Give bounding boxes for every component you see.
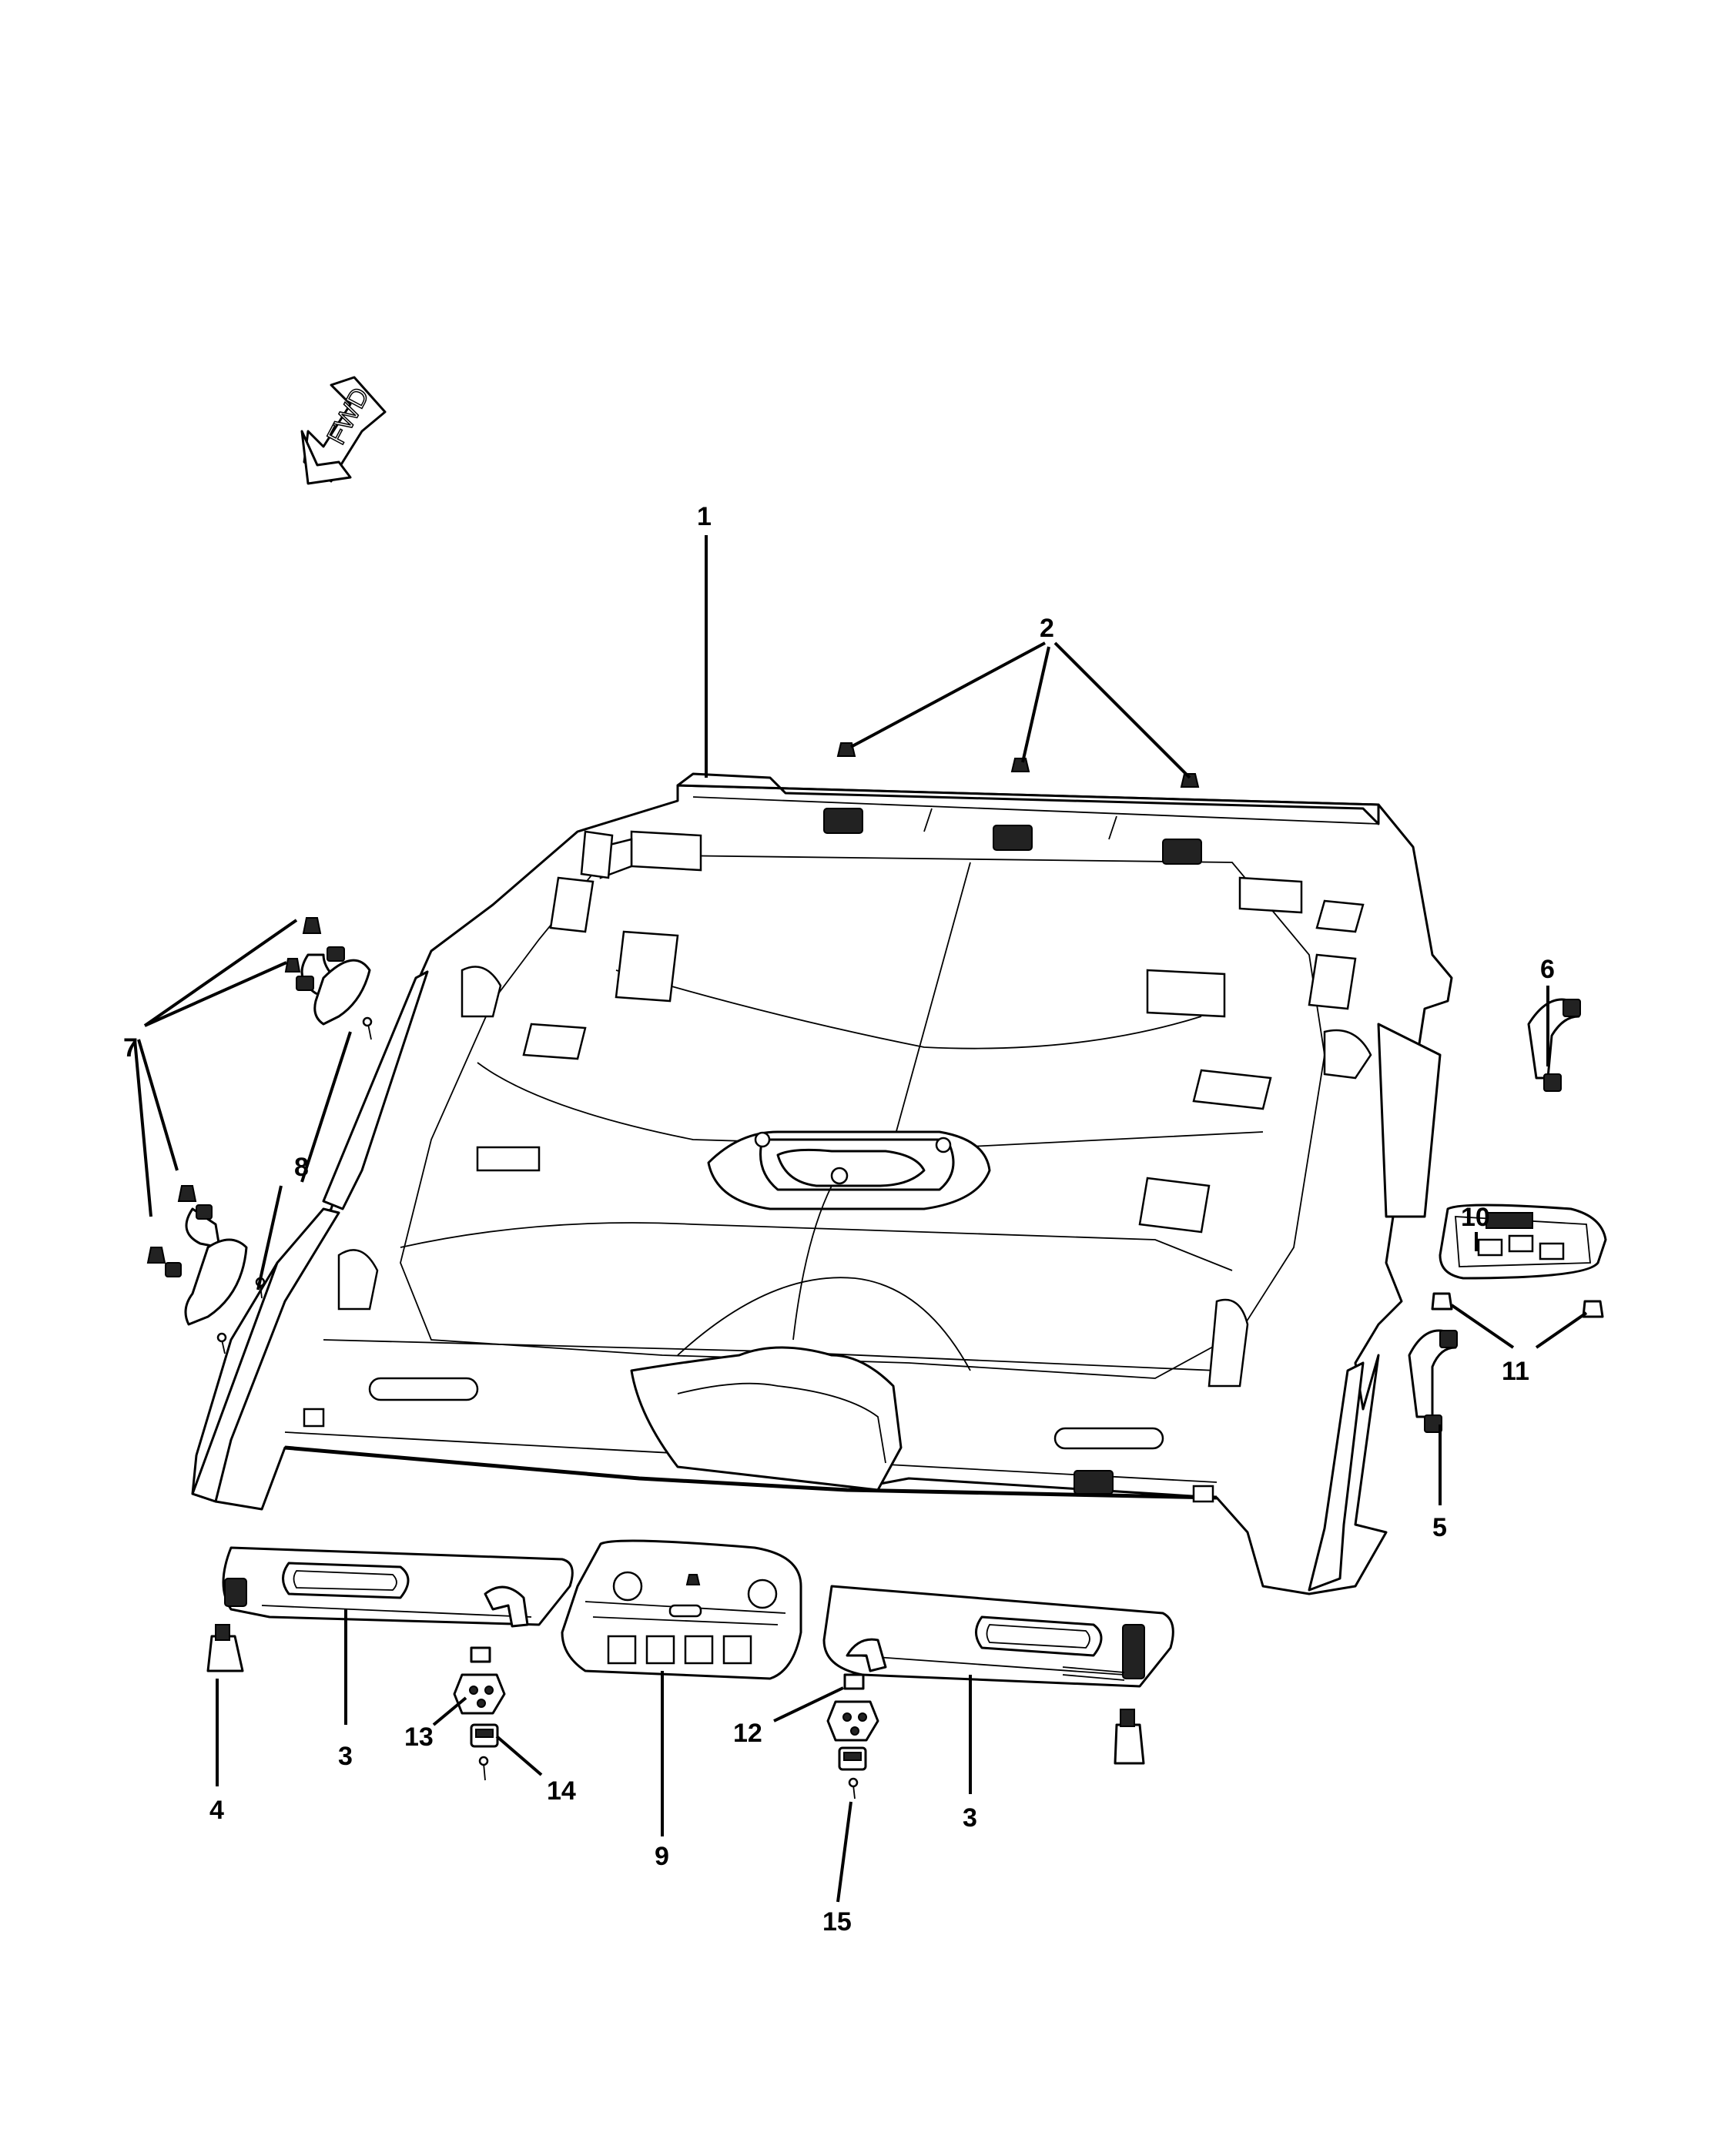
leader-lines bbox=[133, 535, 1588, 1903]
callout-10: 10 bbox=[1461, 1203, 1490, 1232]
bulb-part-14 bbox=[470, 1723, 499, 1781]
fastener-part-7 bbox=[146, 917, 322, 1264]
dome-lamp-part-9 bbox=[561, 1539, 802, 1680]
callout-11: 11 bbox=[1502, 1357, 1529, 1386]
bulb-part-15 bbox=[838, 1746, 867, 1799]
grab-handle-right-front bbox=[1527, 998, 1581, 1092]
callout-6: 6 bbox=[1540, 955, 1555, 984]
callout-5: 5 bbox=[1432, 1513, 1447, 1542]
screw-part-11 bbox=[1431, 1292, 1604, 1318]
clip-part-2 bbox=[836, 742, 1200, 788]
callout-15: 15 bbox=[822, 1907, 852, 1937]
visor-clip-part-4 bbox=[206, 1624, 244, 1672]
grab-handle-right-rear bbox=[1408, 1329, 1458, 1433]
callout-7: 7 bbox=[123, 1033, 138, 1063]
fwd-arrow-icon: FWD bbox=[300, 376, 387, 485]
callout-8: 8 bbox=[294, 1153, 309, 1182]
callout-9: 9 bbox=[655, 1842, 669, 1871]
callout-3-left: 3 bbox=[338, 1742, 353, 1771]
callout-3-right: 3 bbox=[963, 1803, 977, 1833]
grab-handle-left-rear bbox=[165, 1204, 248, 1326]
lamp-part-13 bbox=[453, 1646, 506, 1715]
visor-clip-right bbox=[1114, 1709, 1145, 1765]
sun-visor-right bbox=[822, 1585, 1174, 1688]
callout-2: 2 bbox=[1040, 614, 1054, 643]
callout-1: 1 bbox=[697, 502, 712, 531]
callout-4: 4 bbox=[209, 1796, 224, 1825]
sun-visor-left bbox=[222, 1546, 574, 1628]
callout-labels: 1 2 3 3 4 5 6 7 8 9 10 11 12 13 14 15 bbox=[123, 502, 1555, 1937]
headliner-panel bbox=[191, 772, 1453, 1595]
callout-13: 13 bbox=[404, 1722, 434, 1752]
callout-14: 14 bbox=[547, 1776, 576, 1806]
grab-handle-left-front bbox=[296, 946, 371, 1026]
callout-12: 12 bbox=[733, 1719, 762, 1748]
overhead-console-part-10 bbox=[1439, 1204, 1607, 1280]
lamp-part-12 bbox=[826, 1673, 879, 1742]
